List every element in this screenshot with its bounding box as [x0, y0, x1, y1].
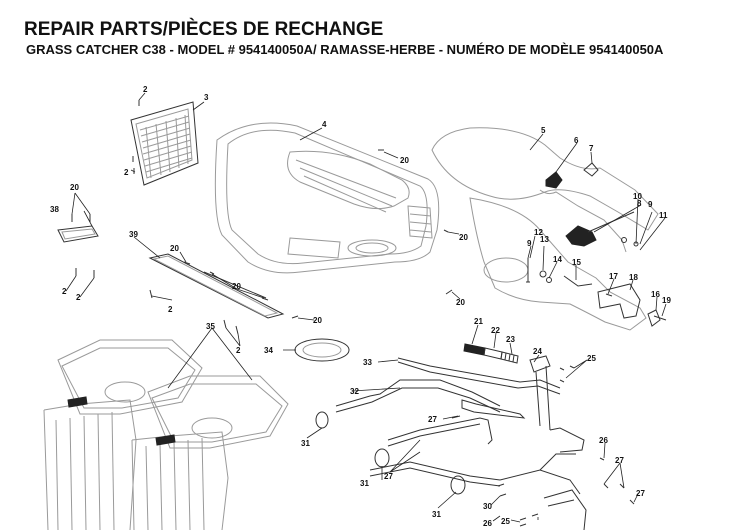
callout-9: 9 — [648, 200, 653, 209]
callout-9: 9 — [527, 239, 532, 248]
callout-26: 26 — [599, 436, 608, 445]
callout-19: 19 — [662, 296, 671, 305]
callout-12: 12 — [534, 228, 543, 237]
callout-2: 2 — [236, 346, 241, 355]
callout-30: 30 — [483, 502, 492, 511]
callout-32: 32 — [350, 387, 359, 396]
callout-15: 15 — [572, 258, 581, 267]
callout-8: 8 — [637, 199, 642, 208]
latch-parts — [545, 162, 639, 247]
leader-lines — [65, 92, 667, 523]
callout-22: 22 — [491, 326, 500, 335]
page-subtitle: GRASS CATCHER C38 - MODEL # 954140050A/ … — [26, 42, 664, 57]
callout-27: 27 — [384, 472, 393, 481]
callout-20: 20 — [456, 298, 465, 307]
callout-31: 31 — [301, 439, 310, 448]
screws-part — [71, 100, 635, 527]
callout-39: 39 — [129, 230, 138, 239]
callout-35: 35 — [206, 322, 215, 331]
callout-27: 27 — [636, 489, 645, 498]
chute-part — [431, 127, 659, 331]
callout-23: 23 — [506, 335, 515, 344]
ring-part — [294, 338, 350, 362]
screen-grille-part — [130, 101, 199, 186]
callout-20: 20 — [459, 233, 468, 242]
callout-10: 10 — [633, 192, 642, 201]
callout-20: 20 — [400, 156, 409, 165]
callout-6: 6 — [574, 136, 579, 145]
callout-26: 26 — [483, 519, 492, 528]
callout-20: 20 — [232, 282, 241, 291]
callout-3: 3 — [204, 93, 209, 102]
handle-part — [57, 225, 99, 243]
spring-assembly-part — [463, 343, 519, 364]
callout-33: 33 — [363, 358, 372, 367]
bag-frame-part — [214, 122, 440, 274]
page-title: REPAIR PARTS/PIÈCES DE RECHANGE — [24, 19, 384, 40]
callout-2: 2 — [76, 293, 81, 302]
callout-27: 27 — [428, 415, 437, 424]
callout-14: 14 — [553, 255, 562, 264]
callout-31: 31 — [360, 479, 369, 488]
callout-17: 17 — [609, 272, 618, 281]
callout-18: 18 — [629, 273, 638, 282]
callout-7: 7 — [589, 144, 594, 153]
callout-20: 20 — [313, 316, 322, 325]
callout-13: 13 — [540, 235, 549, 244]
callout-25: 25 — [501, 517, 510, 526]
callout-4: 4 — [322, 120, 327, 129]
callout-20: 20 — [70, 183, 79, 192]
support-bars-part — [148, 253, 285, 319]
callout-2: 2 — [62, 287, 67, 296]
callout-31: 31 — [432, 510, 441, 519]
callout-2: 2 — [124, 168, 129, 177]
callout-38: 38 — [50, 205, 59, 214]
grass-bags-part — [43, 339, 289, 530]
callout-2: 2 — [168, 305, 173, 314]
callout-27: 27 — [615, 456, 624, 465]
callout-25: 25 — [587, 354, 596, 363]
callout-20: 20 — [170, 244, 179, 253]
callout-11: 11 — [659, 211, 668, 220]
callout-2: 2 — [143, 85, 148, 94]
callout-24: 24 — [533, 347, 542, 356]
callout-34: 34 — [264, 346, 273, 355]
frame-tubes-part — [335, 355, 587, 530]
callout-5: 5 — [541, 126, 546, 135]
end-caps-part — [315, 411, 466, 495]
callout-16: 16 — [651, 290, 660, 299]
callout-21: 21 — [474, 317, 483, 326]
callout-labels: 2 3 2 4 20 5 6 7 20 20 38 10 8 9 11 39 2… — [50, 85, 671, 528]
